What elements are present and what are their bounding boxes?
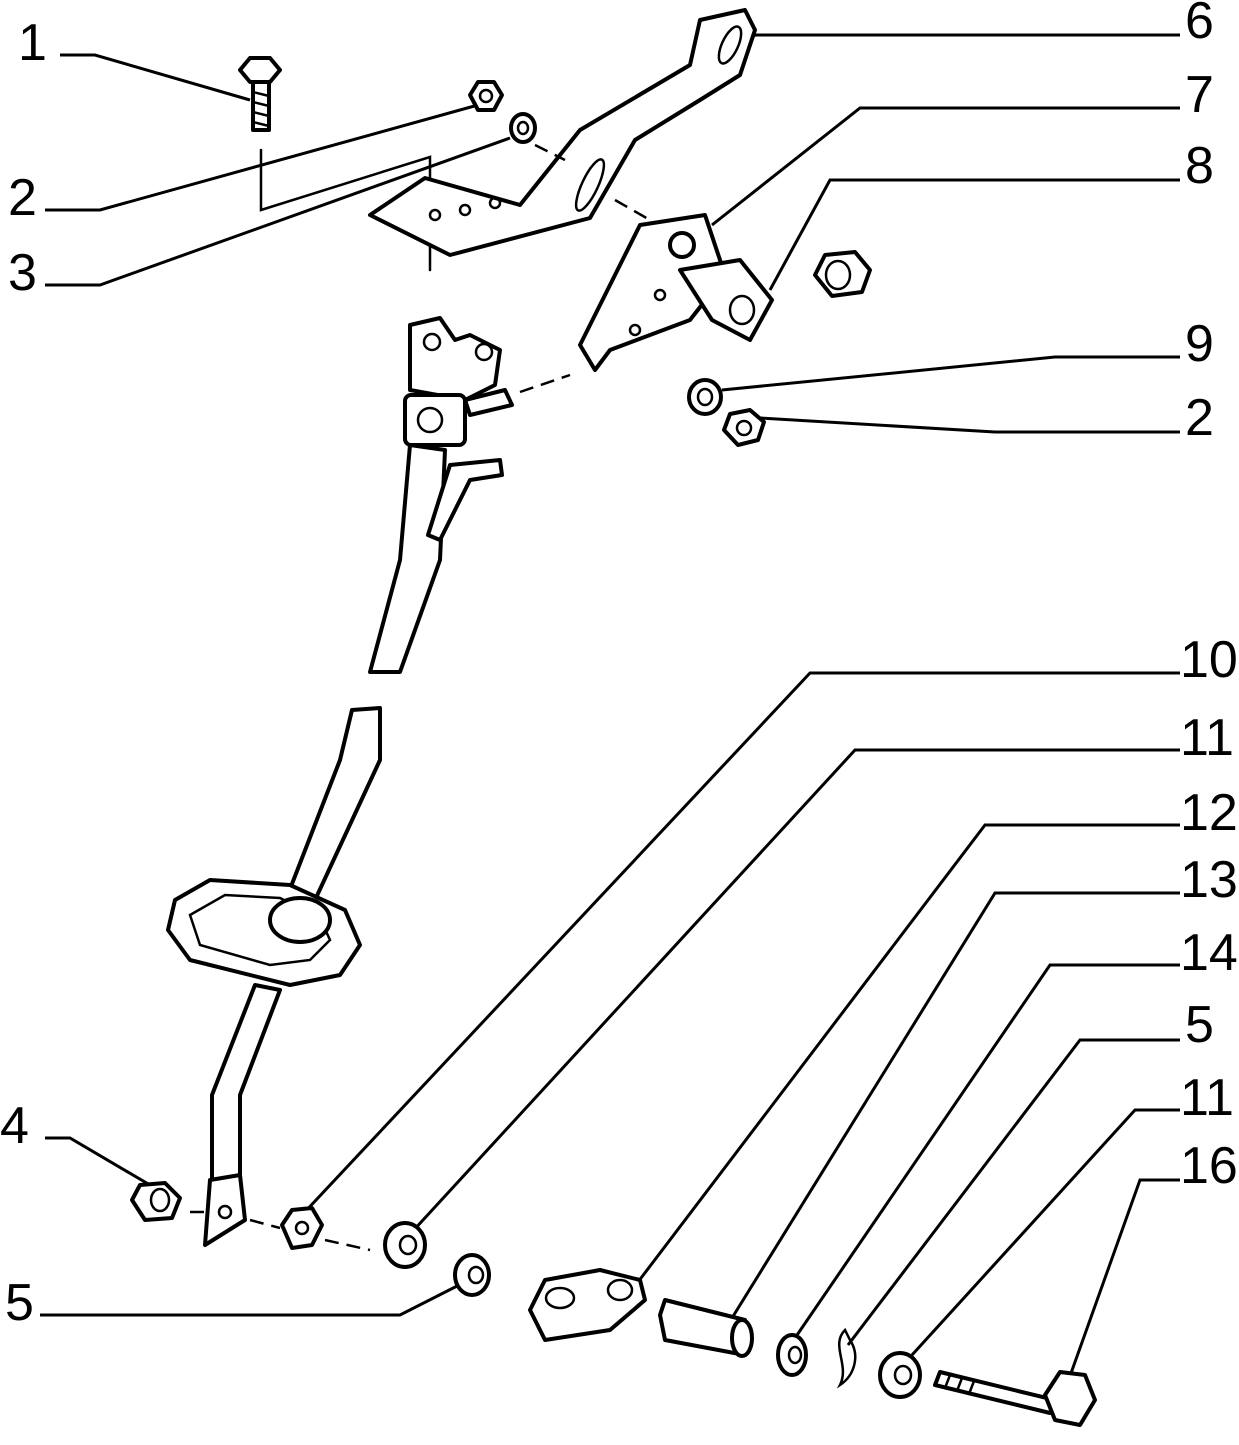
callout-4: 4: [0, 1097, 29, 1155]
callout-2-upper: 2: [8, 169, 37, 227]
callout-3: 3: [8, 244, 37, 302]
callout-14: 14: [1180, 924, 1238, 982]
callout-11-upper: 11: [1180, 709, 1234, 767]
bushing-5-left: [453, 1253, 491, 1297]
callout-2-lower: 2: [1185, 389, 1214, 447]
callout-5-right: 5: [1185, 996, 1214, 1054]
sleeve-13: [658, 1298, 754, 1358]
washer-11-left: [383, 1221, 427, 1269]
gear-lever-assembly: [166, 316, 571, 1252]
washer-9: [687, 378, 723, 416]
callout-1: 1: [18, 14, 47, 72]
yoke-12: [528, 1268, 647, 1342]
callout-9: 9: [1185, 315, 1214, 373]
leader-lines: [40, 33, 1180, 1391]
callout-11-lower: 11: [1180, 1069, 1234, 1127]
callout-16: 16: [1180, 1137, 1238, 1195]
callout-8: 8: [1185, 137, 1214, 195]
callout-10: 10: [1180, 631, 1238, 689]
washer-11-right: [878, 1351, 922, 1399]
clip-5-right: [836, 1327, 857, 1389]
callout-6: 6: [1185, 0, 1214, 50]
callout-12: 12: [1180, 784, 1238, 842]
nut-2-lower: [722, 408, 766, 447]
nut-2-upper: [468, 80, 504, 112]
lever-plate-7: [578, 213, 774, 372]
ring-14: [776, 1333, 808, 1377]
bushing-10: [280, 1206, 324, 1250]
bolt-16: [933, 1370, 1097, 1427]
washer-3: [509, 112, 537, 144]
callout-13: 13: [1180, 851, 1238, 909]
bracket-6: [368, 8, 757, 257]
nut-8: [813, 250, 872, 298]
callout-labels: 1 2 3 6 7 8 9 2 10 11 12 13 14 5 11 16 4…: [0, 0, 1238, 1332]
nut-4: [130, 1181, 182, 1222]
callout-5-left: 5: [5, 1274, 34, 1332]
callout-7: 7: [1185, 66, 1214, 124]
